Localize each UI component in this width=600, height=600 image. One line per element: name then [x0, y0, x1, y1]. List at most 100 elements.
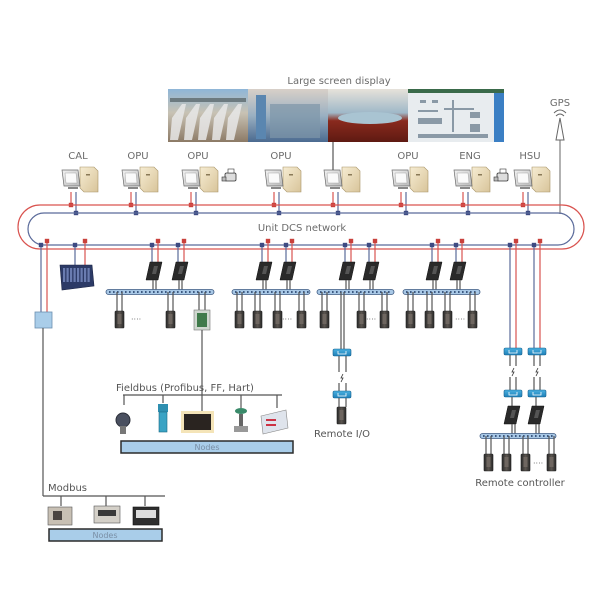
- io-bus-tick: [328, 291, 330, 293]
- io-module: [442, 310, 453, 329]
- io-module-face: [445, 314, 450, 324]
- controller-face: [152, 266, 158, 274]
- io-bus-tick: [129, 291, 131, 293]
- io-bus-rail: [402, 289, 481, 295]
- controller-face: [178, 266, 184, 274]
- modbus-meter-icon: [93, 505, 121, 524]
- remote-io-label: Remote I/O: [314, 429, 370, 440]
- controller-face: [262, 266, 268, 274]
- red-tap: [348, 238, 354, 244]
- io-bus-tick: [141, 291, 143, 293]
- io-bus-tick: [173, 291, 175, 293]
- modbus-nodes-label: Nodes: [92, 531, 117, 540]
- io-bus-tick: [507, 435, 509, 437]
- io-module-face: [504, 457, 509, 467]
- io-bus-tick: [491, 435, 493, 437]
- rack-slot: [80, 268, 83, 282]
- io-bus-tick: [454, 291, 456, 293]
- io-module: [234, 310, 245, 329]
- rack-controller-icon: [59, 264, 95, 291]
- pc-tower-icon: [282, 166, 302, 193]
- fiber-switch-icon: [503, 389, 523, 398]
- controller-group: ····: [231, 238, 311, 329]
- io-bus-tick: [109, 291, 111, 293]
- red-tap: [513, 238, 519, 244]
- io-module-face: [382, 314, 387, 324]
- io-bus-tick: [438, 291, 440, 293]
- workstation[interactable]: ENG: [453, 151, 509, 216]
- io-bus: [479, 433, 557, 439]
- remote-controller-label: Remote controller: [475, 478, 565, 489]
- controller-face: [534, 410, 540, 418]
- modbus-gateway-icon: [34, 311, 53, 329]
- io-bus-tick: [352, 291, 354, 293]
- io-bus-tick: [483, 435, 485, 437]
- printer-icon: [493, 168, 509, 182]
- controller-face: [345, 266, 351, 274]
- io-bus-tick: [193, 291, 195, 293]
- io-bus-tick: [462, 291, 464, 293]
- io-bus-tick: [515, 435, 517, 437]
- printer-paper: [227, 168, 235, 174]
- workstation[interactable]: [323, 166, 361, 216]
- io-bus-tick: [251, 291, 253, 293]
- switch-body: [332, 390, 352, 399]
- printer-tray: [493, 176, 499, 182]
- monitor-stand: [398, 187, 408, 189]
- red-tap: [459, 238, 465, 244]
- controller-icon: [503, 405, 521, 425]
- red-tap: [372, 238, 378, 244]
- blue-tap: [38, 242, 44, 248]
- io-module: [336, 406, 347, 425]
- control-valve-icon: [234, 408, 248, 432]
- modbus-meter-icon: [47, 506, 73, 526]
- io-bus-tick: [547, 435, 549, 437]
- io-bus-tick: [177, 291, 179, 293]
- monitor-stand: [520, 187, 530, 189]
- switch-body: [503, 389, 523, 398]
- io-bus: [231, 289, 311, 295]
- blue-tap: [259, 242, 265, 248]
- io-bus-tick: [125, 291, 127, 293]
- io-bus-tick: [287, 291, 289, 293]
- io-bus-rail: [105, 289, 215, 295]
- workstation[interactable]: HSU: [513, 151, 551, 216]
- switch-body: [332, 348, 352, 357]
- io-bus-tick: [344, 291, 346, 293]
- io-bus-tick: [458, 291, 460, 293]
- switch-port: [508, 350, 518, 354]
- pc-tower-icon: [471, 166, 491, 193]
- controller-icon: [425, 261, 443, 281]
- fieldbus-module-board: [197, 313, 207, 327]
- io-bus-rail: [479, 433, 557, 439]
- io-bus-tick: [263, 291, 265, 293]
- io-module: [379, 310, 390, 329]
- unit-dcs-network-ring: [17, 204, 585, 250]
- io-bus-tick: [388, 291, 390, 293]
- rack-slot: [73, 268, 76, 282]
- monitor-screen: [64, 172, 78, 184]
- controller-area: ····················: [34, 238, 557, 496]
- large-screen-label: Large screen display: [287, 76, 390, 87]
- controller-icon: [527, 405, 545, 425]
- workstation-label: OPU: [127, 151, 148, 162]
- io-bus-tick: [133, 291, 135, 293]
- io-bus-tick: [235, 291, 237, 293]
- red-tap: [155, 238, 161, 244]
- io-module: [252, 310, 263, 329]
- io-bus-tick: [539, 435, 541, 437]
- workstation[interactable]: OPU: [264, 151, 302, 216]
- io-bus-tick: [376, 291, 378, 293]
- fieldbus-nodes-label: Nodes: [194, 443, 219, 452]
- controller-group: ····: [316, 238, 395, 329]
- blue-tap: [283, 242, 289, 248]
- io-bus-tick: [434, 291, 436, 293]
- io-bus-tick: [205, 291, 207, 293]
- io-module: [319, 310, 330, 329]
- rack-slot: [70, 268, 73, 282]
- workstation[interactable]: OPU: [181, 151, 237, 216]
- io-bus-tick: [446, 291, 448, 293]
- workstation[interactable]: CAL: [61, 151, 99, 216]
- controller-group: ····: [105, 238, 215, 395]
